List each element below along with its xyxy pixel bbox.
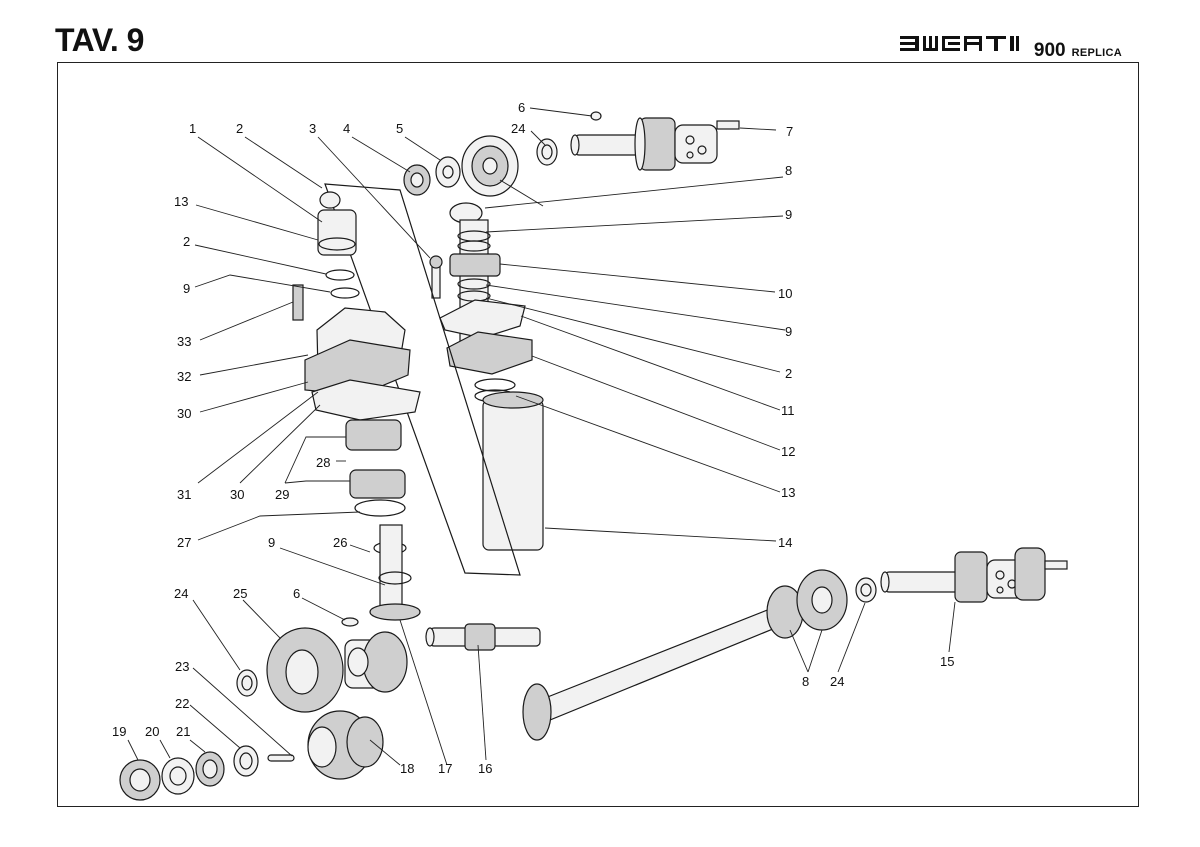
callout-12: 12	[781, 444, 795, 459]
long-horizontal-shaft	[522, 569, 877, 741]
bracket-outline	[324, 183, 521, 576]
callout-24: 24	[174, 586, 188, 601]
ducati-logo-graphic	[899, 36, 1019, 51]
sheet-title: TAV. 9	[55, 22, 144, 58]
callout-11: 11	[781, 403, 795, 418]
callout-28: 28	[316, 455, 330, 470]
callout-25: 25	[233, 586, 247, 601]
callout-2: 2	[236, 121, 243, 136]
callout-29: 29	[275, 487, 289, 502]
callout-30: 30	[177, 406, 191, 421]
callout-5: 5	[396, 121, 403, 136]
vertical-shaft-assembly-right	[429, 202, 544, 551]
callout-18: 18	[400, 761, 414, 776]
brand-model: 900	[1033, 40, 1066, 61]
callout-2: 2	[183, 234, 190, 249]
callout-13: 13	[781, 485, 795, 500]
brand-subtitle: REPLICA	[1071, 47, 1122, 59]
callout-labels: 1 2 3 4 5 6 24 7 8 9 10 9 2 11 12 13 14 …	[112, 100, 954, 776]
callout-30: 30	[230, 487, 244, 502]
callout-7: 7	[786, 124, 793, 139]
upper-right-camshaft	[570, 117, 740, 171]
lower-gears	[236, 627, 408, 780]
upper-washers-nut	[403, 111, 602, 196]
callout-9: 9	[785, 324, 792, 339]
callout-6: 6	[518, 100, 525, 115]
callout-20: 20	[145, 724, 159, 739]
middle-shaft	[425, 623, 541, 651]
ducati-logo	[899, 34, 1028, 56]
callout-24: 24	[830, 674, 844, 689]
callout-15: 15	[940, 654, 954, 669]
callout-19: 19	[112, 724, 126, 739]
brand-header: 900 REPLICA	[899, 34, 1122, 62]
leader-lines	[127, 107, 956, 766]
callout-24: 24	[511, 121, 525, 136]
callout-9: 9	[785, 207, 792, 222]
callout-16: 16	[478, 761, 492, 776]
diagram-frame	[57, 62, 1139, 807]
lower-vertical-shaft	[341, 524, 421, 627]
callout-14: 14	[778, 535, 792, 550]
callout-10: 10	[778, 286, 792, 301]
lower-left-washers	[119, 745, 295, 801]
callout-4: 4	[343, 121, 350, 136]
callout-22: 22	[175, 696, 189, 711]
callout-8: 8	[785, 163, 792, 178]
callout-3: 3	[309, 121, 316, 136]
callout-21: 21	[176, 724, 190, 739]
callout-2: 2	[785, 366, 792, 381]
callout-13: 13	[174, 194, 188, 209]
upper-bevel-gear	[461, 135, 519, 197]
callout-1: 1	[189, 121, 196, 136]
callout-33: 33	[177, 334, 191, 349]
callout-31: 31	[177, 487, 191, 502]
callout-32: 32	[177, 369, 191, 384]
callout-8: 8	[802, 674, 809, 689]
lower-right-camshaft	[880, 547, 1068, 603]
callout-17: 17	[438, 761, 452, 776]
left-housing-assembly	[292, 191, 421, 517]
callout-27: 27	[177, 535, 191, 550]
callout-9: 9	[268, 535, 275, 550]
callout-26: 26	[333, 535, 347, 550]
callout-9: 9	[183, 281, 190, 296]
callout-6: 6	[293, 586, 300, 601]
callout-23: 23	[175, 659, 189, 674]
